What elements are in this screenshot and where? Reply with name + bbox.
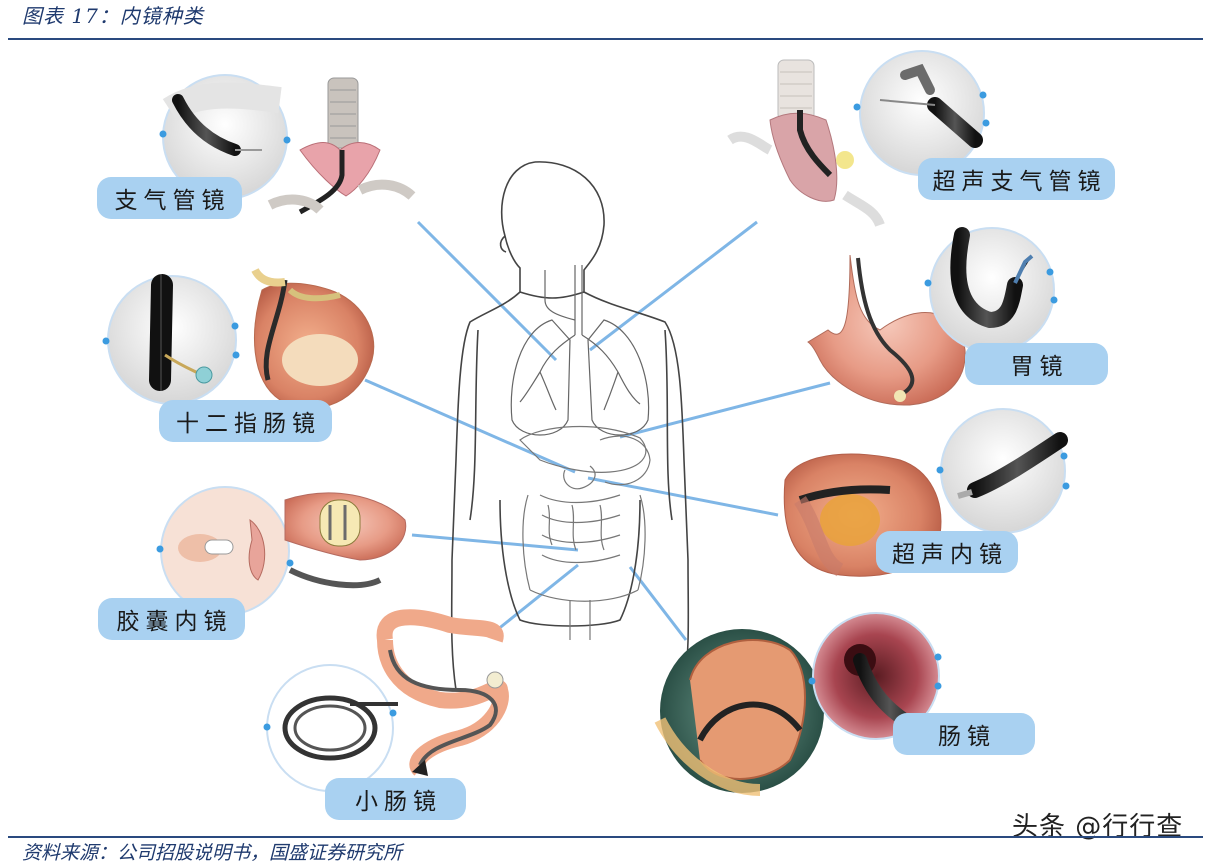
label-eus: 超声内镜 [876,531,1018,573]
label-enteroscope: 小肠镜 [325,778,466,820]
duodenoscope-zoom-circle [102,274,240,405]
bottom-rule [8,836,1203,838]
connector-bronchoscope [416,220,558,362]
source-note: 资料来源：公司招股说明书，国盛证券研究所 [22,842,403,864]
label-gastroscope: 胃镜 [965,343,1108,385]
connector-capsule [411,533,579,552]
duodenoscope-illustration [102,267,375,409]
trachea-lungs [510,265,650,436]
label-capsule: 胶囊内镜 [98,598,245,640]
label-bronchoscope: 支气管镜 [97,177,242,219]
figure-title: 图表 17：内镜种类 [22,4,204,28]
stomach-tissue [807,254,966,406]
bronchoscope-zoom-circle [159,74,291,200]
bronchoscope-illustration [159,74,416,215]
label-ebus: 超声支气管镜 [918,158,1115,200]
label-duodenoscope: 十二指肠镜 [159,400,332,442]
ebus-zoom-circle [853,50,990,176]
connector-ebus [589,220,758,352]
gastroscope-illustration [807,227,1058,406]
eus-zoom-circle [936,408,1070,534]
enteroscope-zoom-circle [263,664,398,792]
colonoscope-illustration [654,612,942,796]
enteroscope-illustration [263,609,509,792]
colon-circle [654,629,824,796]
human-body-outline [450,161,690,691]
ebus-illustration [727,50,990,228]
label-colonoscope: 肠镜 [893,713,1035,755]
capsule-illustration [156,486,407,616]
digestive-organs [519,425,651,640]
connector-enteroscope [496,563,579,632]
top-rule [8,38,1203,40]
connector-duodenoscope [364,378,576,474]
capsule-digestive-tract [284,492,407,589]
capsule-zoom-circle [156,486,294,616]
enteroscope-intestine [376,609,509,776]
duodenum-tissue [251,267,375,409]
connector-eus [587,476,779,517]
connector-gastroscope [619,381,831,439]
bronchus-tissue [267,77,416,215]
connector-lines [364,220,831,641]
ebus-bronchus-tissue [727,59,885,228]
eus-illustration [783,408,1070,577]
connector-colonoscope [628,566,688,641]
